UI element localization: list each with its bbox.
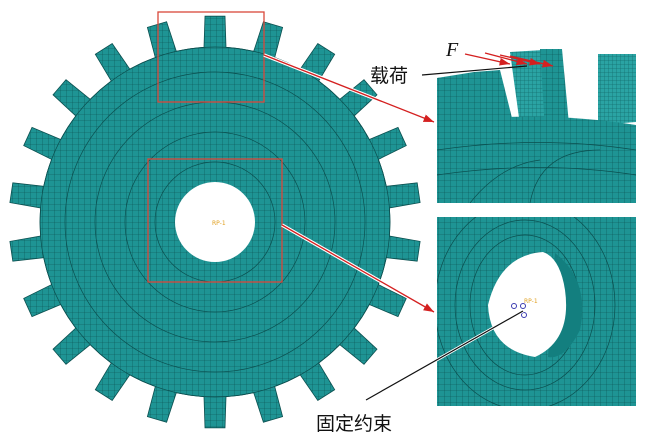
main-gear: RP-1 [9,15,421,429]
mesh-ring [64,71,366,373]
callout-arrows [263,53,435,314]
constraint-inset: RP-1 [437,217,636,406]
load-label: 载荷 [370,65,408,87]
constraint-region-box [147,158,283,283]
force-symbol: F [445,39,459,61]
mesh-ring [124,131,306,313]
force-arrows [464,52,554,68]
reference-point-label: RP-1 [212,220,226,227]
constraint-label: 固定约束 [316,413,392,435]
constraint-leader-line-core [365,310,524,401]
bore-hole [175,182,255,262]
mesh-ring [39,46,391,398]
fixed-constraint-symbol [511,303,527,318]
load-region-box [157,11,265,103]
load-inset [437,37,636,203]
load-leader-line [421,65,528,76]
reference-point-label-inset: RP-1 [524,298,538,305]
